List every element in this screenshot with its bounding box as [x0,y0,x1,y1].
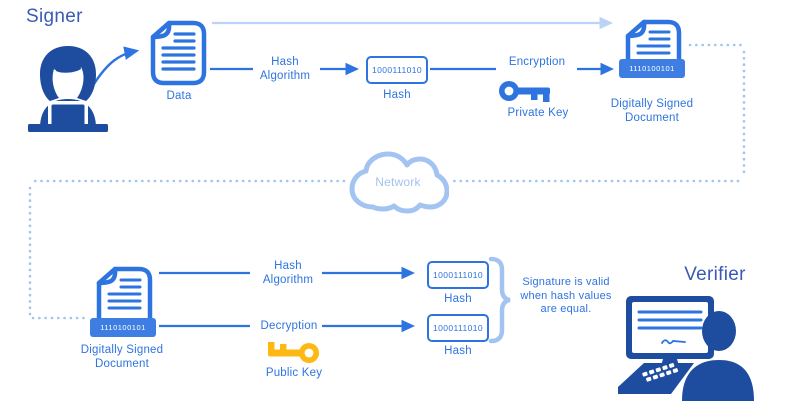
network-label: Network [375,175,421,189]
encryption-label: Encryption [508,56,566,68]
document-icon [625,19,682,65]
man-at-computer-icon [618,296,754,401]
signed-document-banner: 1110100101 [90,318,156,337]
signed-document-banner: 1110100101 [619,59,685,78]
woman-at-laptop-icon [28,46,108,132]
public-key-icon [268,342,319,363]
hash-algorithm-label-bottom: Hash Algorithm [262,260,314,286]
head [702,311,736,351]
hash-value-box-top: 1000111010 [366,56,428,84]
hash-label-top: Hash [383,89,411,101]
signed-document-top: 1110100101 [619,19,685,78]
signed-document-label-top: Digitally Signed Document [610,98,694,124]
private-key-icon [499,81,550,102]
bangs [56,57,81,73]
public-key-label: Public Key [265,367,323,379]
desk [28,124,108,132]
data-document [148,20,210,86]
signer-title: Signer [26,6,83,27]
validity-note: Signature is valid when hash values are … [520,276,612,315]
hair [40,46,96,101]
hash-value-box-verify-bottom: 1000111010 [427,314,489,342]
data-document-label: Data [166,90,192,102]
signed-document-label-bottom: Digitally Signed Document [80,344,164,370]
keyboard-keys [642,363,679,382]
shoulders [682,360,754,401]
verifier-title: Verifier [684,264,746,285]
signed-document-bottom: 1110100101 [90,266,156,337]
hash-label-verify-top: Hash [444,293,472,305]
comparison-brace [488,256,511,344]
private-key-label: Private Key [507,107,569,119]
network-dotted-path [28,43,746,320]
signer-to-data-arrow [92,46,140,85]
document-icon [96,266,153,324]
document-icon [150,20,207,86]
hash-label-verify-bottom: Hash [444,345,472,357]
laptop-screen [51,104,85,128]
hash-value-box-verify-top: 1000111010 [427,261,489,289]
hash-algorithm-label-top: Hash Algorithm [259,56,311,82]
signature-squiggle [661,339,686,345]
network-cloud-icon [349,151,449,214]
decryption-label: Decryption [260,320,318,332]
